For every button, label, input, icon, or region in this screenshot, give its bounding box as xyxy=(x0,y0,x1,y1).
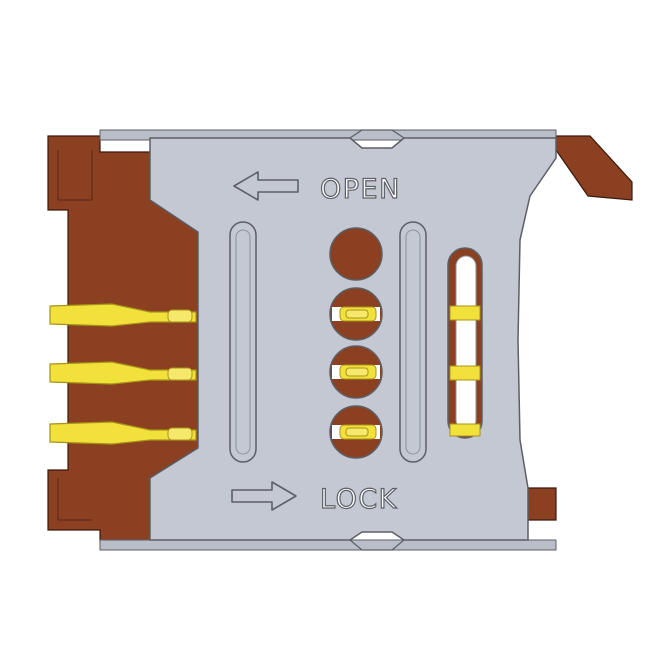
window-contact-2 xyxy=(449,365,481,381)
cover-hole-contact-3 xyxy=(329,405,383,459)
housing-bevel-top xyxy=(57,150,93,201)
cover-slot-middle xyxy=(399,221,427,463)
housing-bevel-bottom xyxy=(57,478,92,521)
contact-pin-1 xyxy=(49,303,197,327)
hinge-top-detail xyxy=(349,129,405,139)
contact-pin-3 xyxy=(49,421,197,445)
window-contact-3 xyxy=(449,423,481,437)
cover-window-right xyxy=(447,247,483,439)
cover-hole-contact-2 xyxy=(329,345,383,399)
rail-bottom xyxy=(99,539,557,551)
open-label: OPEN xyxy=(320,174,401,205)
lock-label: LOCK xyxy=(320,484,398,515)
open-arrow-icon xyxy=(233,171,299,201)
hinge-bottom-detail xyxy=(349,539,405,551)
window-contact-1 xyxy=(449,305,481,321)
cover-slot-left xyxy=(229,221,257,463)
cover-hole-top xyxy=(329,227,383,281)
contact-pin-2 xyxy=(49,361,197,385)
cover-hole-contact-1 xyxy=(329,287,383,341)
housing-right-wedge xyxy=(555,135,633,201)
contacts-left xyxy=(49,303,197,445)
lock-arrow-icon xyxy=(231,481,297,511)
housing-right-tab xyxy=(527,487,557,521)
